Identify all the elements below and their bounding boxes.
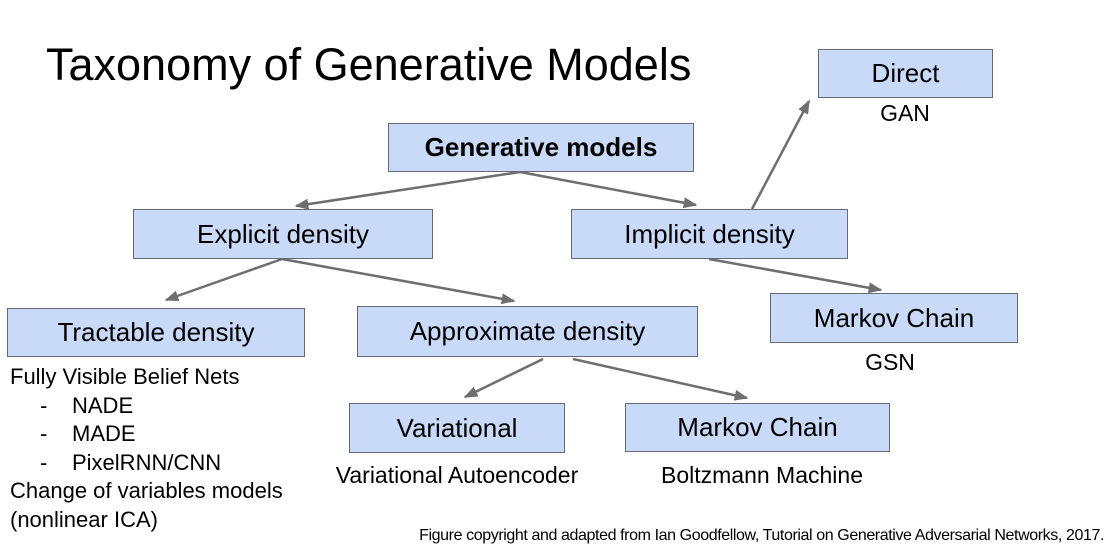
edge-approximate-density-to-variational [463, 357, 544, 399]
edge-approximate-density-to-markov-chain-boltzmann [572, 357, 749, 401]
notes-bullet-made: -MADE [10, 420, 283, 449]
node-markov-chain-gsn: Markov Chain [770, 293, 1018, 343]
node-generative-models: Generative models [388, 123, 694, 172]
node-implicit-density: Implicit density [571, 209, 848, 259]
label-boltzmann-machine: Boltzmann Machine [661, 462, 863, 488]
page-title: Taxonomy of Generative Models [46, 39, 692, 90]
edge-generative-models-to-explicit-density [294, 170, 521, 210]
edge-implicit-density-to-markov-chain-gsn [708, 257, 883, 294]
node-direct: Direct [818, 49, 993, 98]
notes-footer-line: (nonlinear ICA) [10, 506, 158, 532]
edge-implicit-density-to-direct [750, 99, 811, 210]
bullet-text: PixelRNN/CNN [72, 449, 222, 475]
bullet-text: MADE [72, 421, 136, 446]
figure-caption: Figure copyright and adapted from Ian Go… [419, 527, 1104, 544]
bullet-dash: - [40, 421, 48, 446]
notes-footer-line: Change of variables models [10, 478, 283, 503]
edge-explicit-density-to-approximate-density [281, 257, 516, 305]
tractable-density-notes: Fully Visible Belief Nets -NADE -MADE -P… [10, 363, 283, 534]
node-approximate-density: Approximate density [357, 306, 698, 357]
label-gsn: GSN [865, 349, 915, 375]
notes-heading: Fully Visible Belief Nets [10, 364, 240, 389]
bullet-dash: - [40, 449, 48, 475]
notes-bullet-nade: -NADE [10, 392, 283, 421]
node-tractable-density: Tractable density [7, 308, 305, 357]
edge-explicit-density-to-tractable-density [164, 257, 283, 302]
label-variational-autoencoder: Variational Autoencoder [335, 462, 579, 488]
node-explicit-density: Explicit density [133, 209, 433, 259]
edge-generative-models-to-implicit-density [519, 170, 698, 209]
node-variational: Variational [349, 403, 565, 453]
node-markov-chain-boltzmann: Markov Chain [625, 403, 890, 452]
bullet-text: NADE [72, 392, 134, 418]
label-gan: GAN [880, 100, 930, 126]
notes-bullet-pixelrnn-cnn: -PixelRNN/CNN [10, 449, 283, 478]
bullet-dash: - [40, 392, 48, 418]
